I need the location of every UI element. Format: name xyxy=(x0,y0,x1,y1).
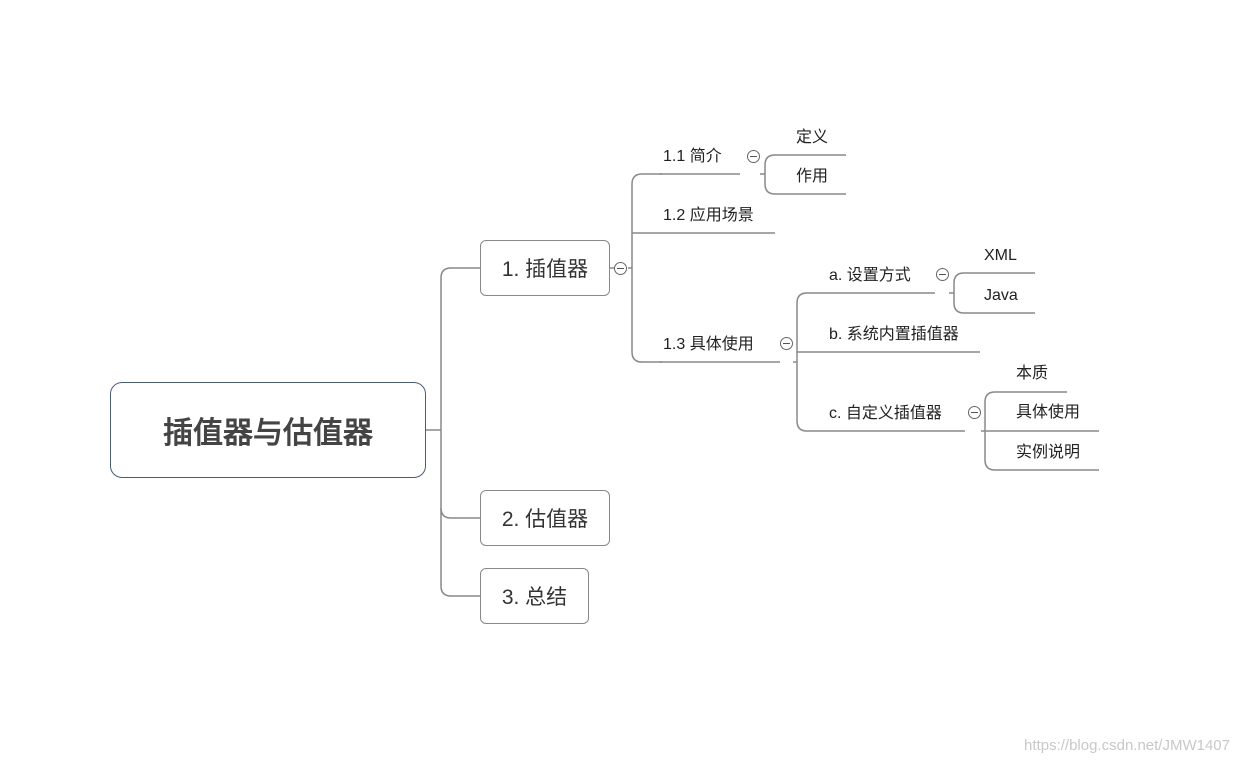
watermark: https://blog.csdn.net/JMW1407 xyxy=(1024,737,1230,754)
topic-essence[interactable]: 本质 xyxy=(1016,365,1049,382)
topic-example[interactable]: 实例说明 xyxy=(1016,444,1081,461)
topic-definition[interactable]: 定义 xyxy=(796,129,829,146)
topic-scenarios[interactable]: 1.2 应用场景 xyxy=(663,207,754,224)
topic-builtin-interpolators[interactable]: b. 系统内置插值器 xyxy=(829,326,959,343)
topic-usage[interactable]: 1.3 具体使用 xyxy=(663,336,754,353)
topic-summary[interactable]: 3. 总结 xyxy=(480,568,589,624)
topic-custom-interpolator[interactable]: c. 自定义插值器 xyxy=(829,405,942,422)
collapse-icon[interactable] xyxy=(936,268,949,281)
collapse-icon[interactable] xyxy=(614,262,627,275)
topic-intro[interactable]: 1.1 简介 xyxy=(663,148,722,165)
collapse-icon[interactable] xyxy=(968,406,981,419)
topic-interpolator[interactable]: 1. 插值器 xyxy=(480,240,610,296)
topic-detailed-usage[interactable]: 具体使用 xyxy=(1016,404,1081,421)
topic-evaluator[interactable]: 2. 估值器 xyxy=(480,490,610,546)
topic-setup-method[interactable]: a. 设置方式 xyxy=(829,267,911,284)
root-topic[interactable]: 插值器与估值器 xyxy=(110,382,426,478)
topic-xml[interactable]: XML xyxy=(984,247,1017,264)
topic-java[interactable]: Java xyxy=(984,287,1018,304)
topic-purpose[interactable]: 作用 xyxy=(796,168,829,185)
collapse-icon[interactable] xyxy=(747,150,760,163)
collapse-icon[interactable] xyxy=(780,337,793,350)
